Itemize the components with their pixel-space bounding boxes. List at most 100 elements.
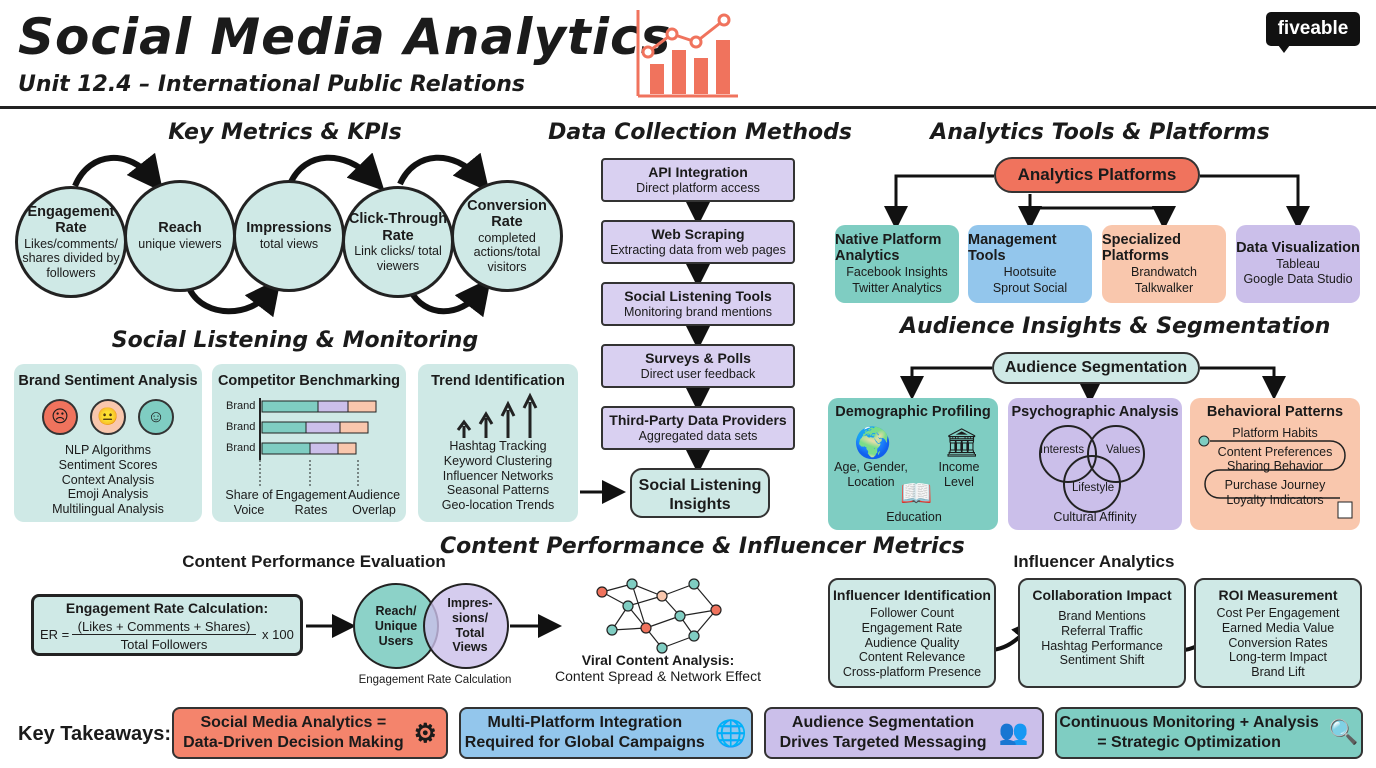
sad-face-icon: ☹ xyxy=(42,399,78,435)
neutral-face-icon: 😐 xyxy=(90,399,126,435)
page-title: Social Media Analytics xyxy=(18,8,672,66)
trend-item: Geo-location Trends xyxy=(441,498,555,512)
trend-arrows-icon xyxy=(456,392,538,438)
benchmark-axis-label: Share of Voice xyxy=(225,488,273,517)
takeaways-label: Key Takeaways: xyxy=(18,723,172,745)
behavioral-panel: Behavioral Patterns Platform Habits Cont… xyxy=(1190,398,1360,530)
benchmark-panel: Competitor Benchmarking Brand Brand Bran… xyxy=(212,364,406,522)
demographic-education: Education xyxy=(886,510,942,524)
fiveable-logo[interactable]: fiveable xyxy=(1266,12,1360,53)
bar-chart-icon xyxy=(636,10,740,100)
kpi-section-title: Key Metrics & KPIs xyxy=(168,120,402,145)
brain-gear-icon: ⚙ xyxy=(413,717,437,748)
influencer-item: Follower Count xyxy=(869,606,955,620)
venn-lifestyle: Lifestyle xyxy=(1072,482,1115,494)
data-collection-title: Data Collection Methods xyxy=(548,120,852,145)
content-eval-title: Content Performance Evaluation xyxy=(182,552,446,571)
venn-reach: Reach/ Unique Users xyxy=(374,604,418,648)
sentiment-item: Context Analysis xyxy=(61,472,155,487)
venn-values: Values xyxy=(1106,444,1141,456)
roi-measurement-title: ROI Measurement xyxy=(1218,587,1338,603)
social-listening-insights: Social Listening Insights xyxy=(630,468,770,518)
bank-icon: 🏛 xyxy=(944,427,980,458)
psychographic-panel: Psychographic Analysis Interests Values … xyxy=(1008,398,1182,530)
trends-title: Trend Identification xyxy=(431,373,565,389)
demographic-panel: Demographic Profiling 🌍 🏛 📖 Age, Gender,… xyxy=(828,398,998,530)
psychographic-venn xyxy=(1039,425,1145,513)
behavior-item: Loyalty Indicators xyxy=(1226,493,1324,507)
formula-numerator: (Likes + Comments + Shares) xyxy=(72,619,256,636)
formula-lhs: ER = xyxy=(40,627,70,642)
takeaway-monitoring: Continuous Monitoring + Analysis= Strate… xyxy=(1055,707,1363,759)
influencer-identification-title: Influencer Identification xyxy=(833,587,991,603)
tools-section-title: Analytics Tools & Platforms xyxy=(930,120,1270,145)
trend-item: Keyword Clustering xyxy=(443,453,553,468)
globe-link-icon: 🌐 xyxy=(714,717,748,748)
behavior-item: Sharing Behavior xyxy=(1227,459,1323,473)
sentiment-item: Multilingual Analysis xyxy=(52,502,164,516)
audience-segmentation-root: Audience Segmentation xyxy=(992,352,1200,384)
benchmark-axis-label: Engagement Rates xyxy=(275,488,347,517)
trend-item: Hashtag Tracking xyxy=(449,439,547,453)
collaboration-item: Brand Mentions xyxy=(1058,609,1146,623)
influencer-item: Engagement Rate xyxy=(861,620,963,635)
influencer-section-title: Influencer Analytics xyxy=(1013,552,1175,571)
benchmark-brand-label: Brand xyxy=(226,421,256,433)
trend-item: Influencer Networks xyxy=(442,468,554,483)
takeaway-data-driven: Social Media Analytics =Data-Driven Deci… xyxy=(172,707,448,759)
sentiment-item: Sentiment Scores xyxy=(58,457,158,472)
behavioral-path xyxy=(1198,435,1353,519)
roi-item: Long-term Impact xyxy=(1229,650,1327,665)
demographic-age: Age, Gender, Location xyxy=(834,460,908,489)
benchmark-title: Competitor Benchmarking xyxy=(217,373,401,389)
roi-measurement: ROI Measurement Cost Per Engagement Earn… xyxy=(1194,578,1362,688)
influencer-item: Audience Quality xyxy=(864,635,960,650)
analytics-platforms-root: Analytics Platforms xyxy=(994,157,1200,193)
psychographic-cultural: Cultural Affinity xyxy=(1053,510,1137,524)
header-divider xyxy=(0,106,1376,109)
collaboration-item: Sentiment Shift xyxy=(1059,653,1145,668)
benchmark-axis-label: Audience Overlap xyxy=(347,488,401,517)
sentiment-item: NLP Algorithms xyxy=(65,443,151,457)
people-group-icon: 👥 xyxy=(998,719,1029,746)
psychographic-title: Psychographic Analysis xyxy=(1011,404,1179,420)
demographic-title: Demographic Profiling xyxy=(835,404,991,420)
influencer-item: Content Relevance xyxy=(858,650,966,665)
magnifier-chart-icon: 🔍 xyxy=(1328,719,1359,746)
formula-denominator: Total Followers xyxy=(120,637,208,652)
viral-title: Viral Content Analysis: xyxy=(581,652,735,668)
collaboration-impact: Collaboration Impact Brand Mentions Refe… xyxy=(1018,578,1186,688)
sentiment-panel: Brand Sentiment Analysis ☹ 😐 ☺ NLP Algor… xyxy=(14,364,202,522)
roi-item: Earned Media Value xyxy=(1221,620,1335,635)
viral-desc: Content Spread & Network Effect xyxy=(555,668,761,684)
formula-multiplier: x 100 xyxy=(262,627,294,642)
collaboration-item: Referral Traffic xyxy=(1061,623,1143,638)
roi-item: Conversion Rates xyxy=(1228,635,1328,650)
happy-face-icon: ☺ xyxy=(138,399,174,435)
collaboration-item: Hashtag Performance xyxy=(1041,638,1163,653)
venn-caption: Engagement Rate Calculation xyxy=(358,674,512,686)
behavior-item: Purchase Journey xyxy=(1224,478,1326,492)
roi-item: Cost Per Engagement xyxy=(1216,606,1340,620)
venn-impressions: Impres- sions/ Total Views xyxy=(447,596,493,655)
collaboration-impact-title: Collaboration Impact xyxy=(1032,587,1172,603)
behavior-item: Content Preferences xyxy=(1217,445,1333,459)
audience-section-title: Audience Insights & Segmentation xyxy=(900,314,1331,339)
formula-title: Engagement Rate Calculation: xyxy=(65,600,269,616)
benchmark-chart xyxy=(259,398,377,488)
